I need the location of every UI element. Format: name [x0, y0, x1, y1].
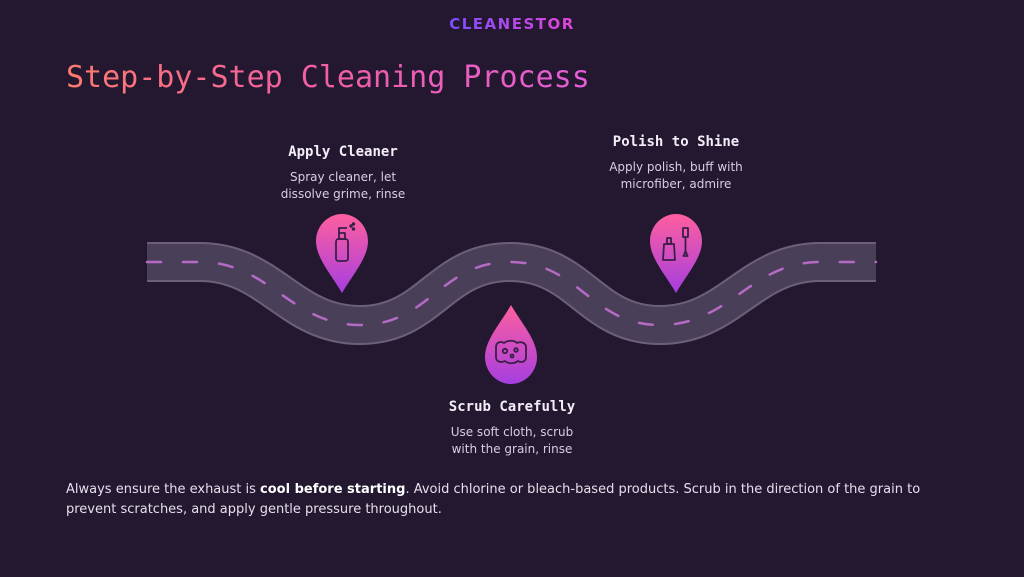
safety-note-post: . Avoid chlorine or bleach-based product…: [66, 482, 921, 517]
pin-polish-to-shine: [650, 214, 702, 293]
step-description: Use soft cloth, scrub with the grain, ri…: [450, 425, 574, 456]
sponge-icon: [495, 339, 527, 365]
spray-bottle-icon: [335, 222, 356, 262]
safety-note: Always ensure the exhaust is cool before…: [66, 480, 966, 520]
page-title: Step-by-Step Cleaning Process: [66, 60, 590, 95]
pin-apply-cleaner: [316, 214, 368, 293]
pin-shape: [650, 214, 702, 293]
pin-scrub-carefully: [485, 305, 537, 384]
step-apply-cleaner: Apply Cleaner Spray cleaner, let dissolv…: [243, 144, 443, 203]
step-title: Scrub Carefully: [448, 399, 576, 415]
step-title: Apply Cleaner: [288, 144, 398, 160]
step-description: Spray cleaner, let dissolve grime, rinse: [280, 170, 406, 201]
step-title: Polish to Shine: [612, 134, 740, 150]
pin-shape: [316, 214, 368, 293]
brand-logo: CLEANESTOR: [0, 14, 1024, 33]
safety-note-emphasis: cool before starting: [260, 482, 406, 497]
polish-bottle-icon: [662, 227, 689, 261]
step-polish-to-shine: Polish to Shine Apply polish, buff with …: [576, 134, 776, 193]
road-center-dashes: [145, 260, 878, 327]
step-description: Apply polish, buff with microfiber, admi…: [609, 160, 743, 191]
brand-name: CLEANESTOR: [449, 15, 575, 33]
pin-shape: [485, 305, 537, 384]
step-scrub-carefully: Scrub Carefully Use soft cloth, scrub wi…: [412, 399, 612, 458]
safety-note-pre: Always ensure the exhaust is: [66, 482, 261, 497]
